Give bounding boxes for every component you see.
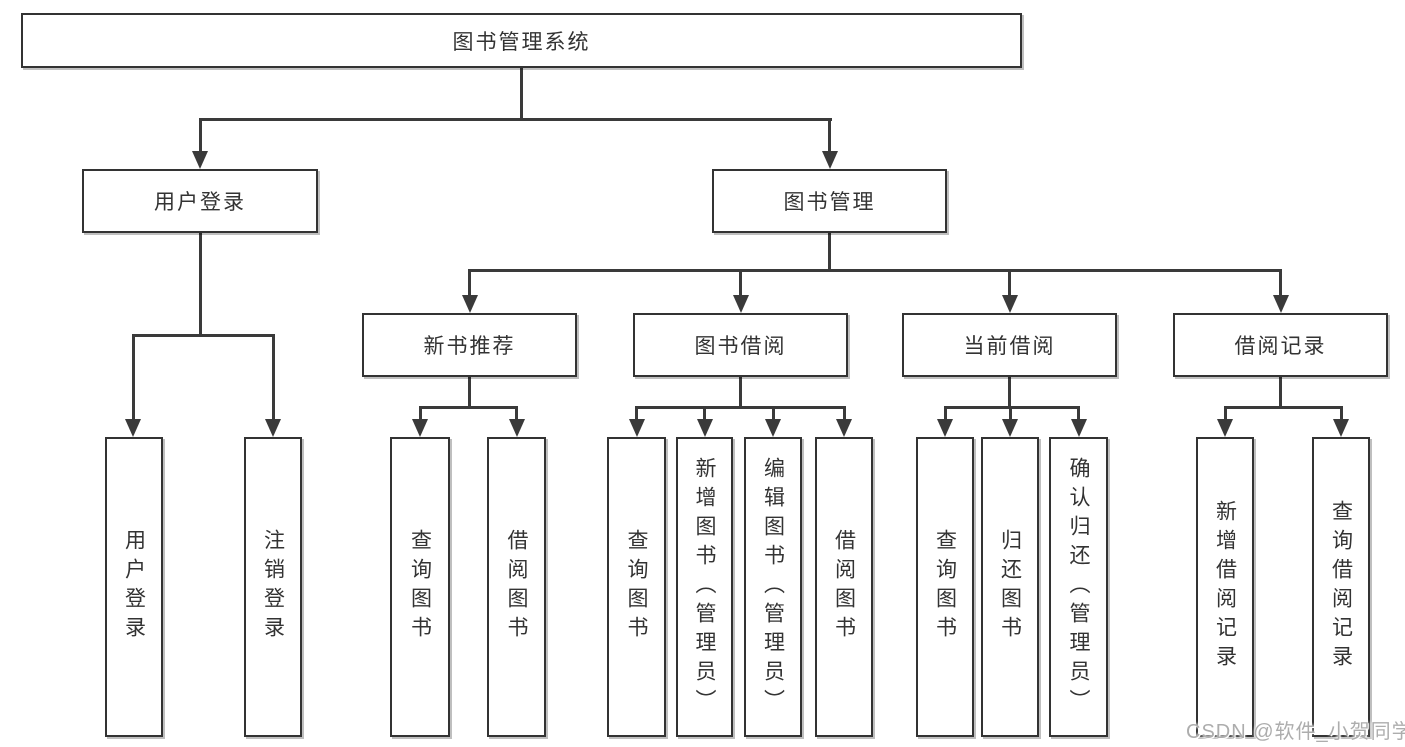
arrow-cb-leaf3-icon: [1070, 419, 1087, 437]
arrow-to-user-login-icon: [192, 151, 208, 169]
leaf-user-login: 用户登录: [105, 437, 163, 737]
edge-to-new-books-stem: [468, 268, 471, 298]
node-current-borrow: 当前借阅: [902, 313, 1117, 377]
edge-book-management-stem: [828, 233, 831, 271]
leaf-borrow-books: 借阅图书: [815, 437, 873, 737]
leaf-label: 查询借阅记录: [1329, 500, 1353, 674]
arrow-to-leaf-user-login-icon: [125, 419, 141, 437]
edge-root-split: [198, 117, 832, 121]
edge-bb-leaf4-stem: [842, 405, 846, 423]
edge-bb-leaf3-stem: [771, 405, 775, 423]
edge-to-leaf-user-login-stem: [131, 333, 135, 422]
arrow-bb-leaf3-icon: [765, 419, 781, 437]
edge-root-stem: [520, 67, 523, 120]
edge-new-books-stem: [468, 377, 471, 408]
leaf-confirm-return-admin: 确认归还（管理员）: [1049, 437, 1108, 737]
leaf-label: 确认归还（管理员）: [1067, 456, 1090, 718]
leaf-label: 借阅图书: [505, 529, 528, 645]
arrow-to-new-books-icon: [461, 295, 478, 313]
edge-to-book-management-stem: [828, 117, 831, 154]
arrow-to-book-borrow-icon: [732, 295, 749, 313]
edge-br-leaf1-stem: [1223, 405, 1227, 423]
node-library-system: 图书管理系统: [21, 13, 1022, 68]
edge-book-borrow-stem2: [739, 377, 742, 408]
edge-to-user-login-stem: [198, 117, 202, 154]
node-user-login: 用户登录: [82, 169, 318, 233]
leaf-label: 查询图书: [625, 529, 648, 645]
leaf-borrow-books-recommend: 借阅图书: [487, 437, 546, 737]
edge-br-leaf2-stem: [1339, 405, 1343, 423]
leaf-label: 借阅图书: [832, 529, 856, 645]
edge-cb-leaf3-stem: [1077, 405, 1080, 423]
node-new-book-recommend: 新书推荐: [362, 313, 577, 377]
arrow-nb-leaf2-icon: [508, 419, 525, 437]
leaf-return-books: 归还图书: [981, 437, 1039, 737]
edge-borrow-records-stem2: [1279, 377, 1282, 408]
edge-new-books-split: [418, 405, 518, 409]
edge-user-login-stem: [198, 233, 202, 336]
edge-cb-leaf2-stem: [1008, 405, 1012, 423]
edge-current-borrow-stem2: [1008, 377, 1011, 408]
arrow-to-current-borrow-icon: [1001, 295, 1018, 313]
leaf-query-borrow-record: 查询借阅记录: [1312, 437, 1370, 737]
arrow-bb-leaf4-icon: [836, 419, 852, 437]
leaf-label: 归还图书: [998, 529, 1022, 645]
leaf-edit-books-admin: 编辑图书（管理员）: [744, 437, 802, 737]
edge-to-book-borrow-stem: [739, 268, 742, 298]
edge-borrow-records-split: [1223, 405, 1343, 409]
edge-to-leaf-logout-stem: [271, 333, 275, 422]
edge-to-current-borrow-stem: [1008, 268, 1011, 298]
arrow-to-book-management-icon: [821, 151, 838, 169]
leaf-label: 新增图书（管理员）: [693, 456, 716, 718]
leaf-label: 用户登录: [122, 529, 146, 645]
arrow-br-leaf1-icon: [1217, 419, 1233, 437]
arrow-to-borrow-records-icon: [1272, 295, 1289, 313]
arrow-bb-leaf1-icon: [628, 419, 645, 437]
arrow-cb-leaf2-icon: [1002, 419, 1018, 437]
leaf-query-books-borrow: 查询图书: [607, 437, 666, 737]
edge-to-borrow-records-stem: [1279, 268, 1282, 298]
csdn-watermark: CSDN @软件_小贺同学: [1186, 721, 1405, 743]
leaf-add-borrow-record: 新增借阅记录: [1196, 437, 1254, 737]
edge-user-login-split: [131, 333, 275, 337]
arrow-bb-leaf2-icon: [696, 419, 713, 437]
edge-bb-leaf2-stem: [703, 405, 706, 423]
arrow-cb-leaf1-icon: [937, 419, 953, 437]
leaf-label: 新增借阅记录: [1213, 500, 1237, 674]
edge-bb-leaf1-stem: [635, 405, 638, 423]
node-borrow-records: 借阅记录: [1173, 313, 1388, 377]
arrow-br-leaf2-icon: [1333, 419, 1349, 437]
leaf-query-books-current: 查询图书: [916, 437, 974, 737]
leaf-label: 注销登录: [261, 529, 285, 645]
edge-nb-leaf2-stem: [515, 405, 518, 423]
arrow-to-leaf-logout-icon: [265, 419, 281, 437]
arrow-nb-leaf1-icon: [412, 419, 428, 437]
edge-cb-leaf1-stem: [943, 405, 947, 423]
edge-nb-leaf1-stem: [418, 405, 422, 423]
leaf-label: 查询图书: [933, 529, 957, 645]
leaf-logout: 注销登录: [244, 437, 302, 737]
edge-current-borrow-split: [943, 405, 1080, 409]
leaf-label: 查询图书: [408, 529, 432, 645]
leaf-query-books-recommend: 查询图书: [390, 437, 450, 737]
node-book-management: 图书管理: [712, 169, 947, 233]
leaf-add-books-admin: 新增图书（管理员）: [676, 437, 733, 737]
leaf-label: 编辑图书（管理员）: [761, 456, 785, 718]
edge-book-borrow-split: [635, 405, 846, 409]
edge-book-management-split: [468, 268, 1282, 272]
node-book-borrow: 图书借阅: [633, 313, 848, 377]
